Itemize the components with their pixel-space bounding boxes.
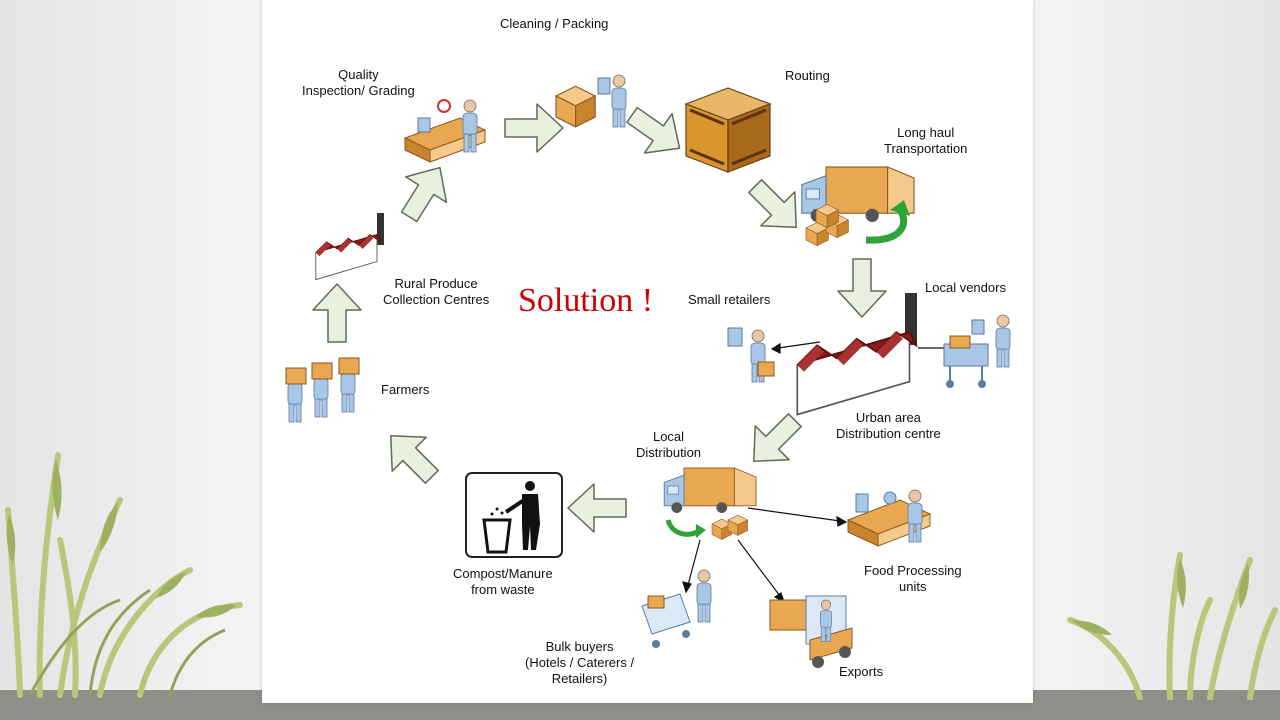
- compost-bin-icon: [465, 472, 563, 558]
- farmers-illustration: [285, 357, 360, 423]
- arrow-quality-to-cleaning: [504, 103, 564, 153]
- quality-inspection-illustration: [403, 99, 487, 163]
- arrow-compost-to-farmers: [373, 418, 450, 495]
- label-routing: Routing: [785, 68, 830, 83]
- small-retailer-illustration: [727, 327, 775, 383]
- local-distribution-truck-illustration: [663, 467, 757, 540]
- solution-title: Solution !: [518, 282, 654, 319]
- exports-forklift-illustration: [769, 595, 853, 668]
- label-small-retailers: Small retailers: [688, 292, 771, 307]
- grass-left-decoration: [5, 452, 243, 698]
- supply-chain-diagram: [285, 74, 1011, 668]
- arrow-local-to-compost: [567, 483, 627, 533]
- label-farmers: Farmers: [381, 382, 430, 397]
- arrow-farmers-to-rural: [312, 283, 362, 343]
- grass-right-decoration: [1067, 552, 1278, 700]
- label-local-vendors: Local vendors: [925, 280, 1006, 295]
- rural-collection-centre-illustration: [315, 213, 384, 281]
- bulk-buyers-illustration: [641, 569, 712, 648]
- cleaning-packing-illustration: [555, 74, 627, 128]
- routing-crate-illustration: [684, 87, 772, 173]
- label-bulk-buyers: Bulk buyers(Hotels / Caterers /Retailers…: [525, 639, 635, 686]
- arrow-rural-to-quality: [388, 154, 462, 231]
- arrow-cleaning-to-routing: [617, 94, 695, 169]
- connector-lines: [682, 341, 960, 604]
- label-exports: Exports: [839, 664, 884, 679]
- urban-distribution-centre-illustration: [796, 293, 917, 416]
- food-processing-illustration: [846, 489, 932, 547]
- local-vendor-illustration: [943, 314, 1011, 388]
- label-cleaning-packing: Cleaning / Packing: [500, 16, 609, 31]
- arrow-longhaul-to-urban: [837, 258, 887, 318]
- long-haul-truck-illustration: [801, 166, 915, 246]
